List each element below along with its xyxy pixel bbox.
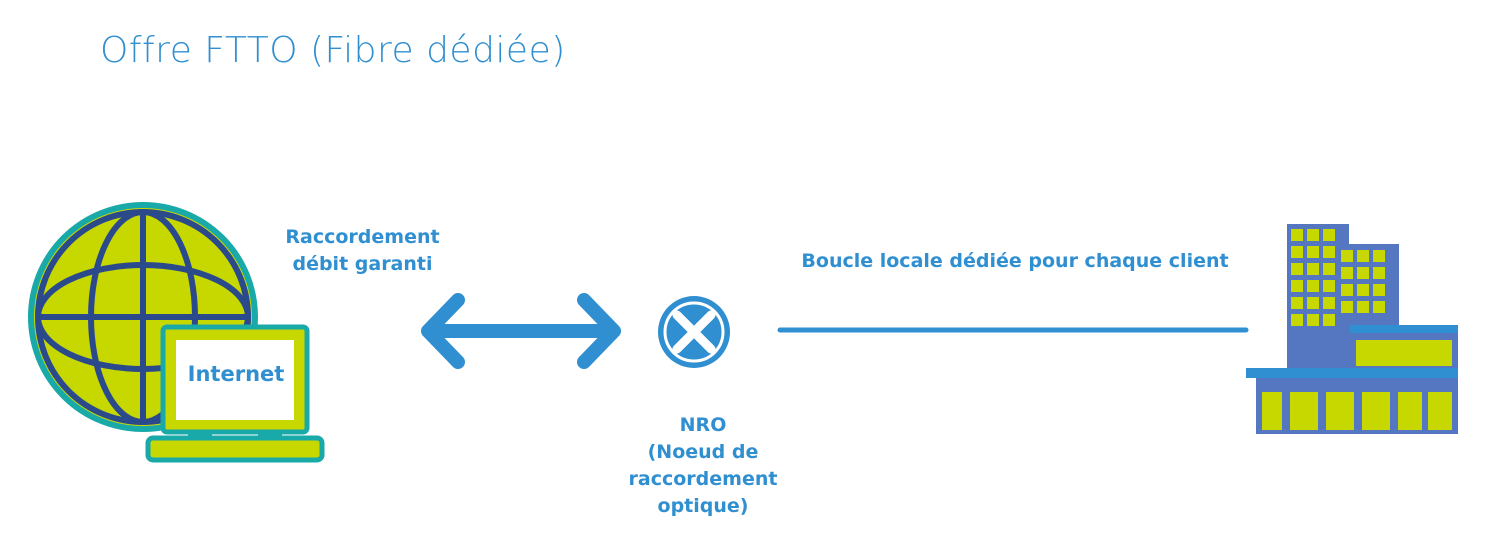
link-label-line-2: débit garanti (292, 253, 433, 275)
building-icon (1246, 224, 1458, 434)
link-label-line-1: Raccordement (285, 226, 440, 248)
link-label: Raccordement débit garanti (270, 224, 455, 278)
nro-node-icon (658, 296, 730, 368)
node-label-line-4: optique) (657, 495, 749, 517)
node-label-line-2: (Noeud de (647, 441, 759, 463)
loop-label: Boucle locale dédiée pour chaque client (801, 250, 1229, 272)
diagram-title: Offre FTTO (Fibre dédiée) (100, 30, 566, 71)
double-arrow-icon (421, 293, 621, 369)
node-label-line-3: raccordement (628, 468, 778, 490)
node-label: NRO (Noeud de raccordement optique) (610, 412, 796, 520)
internet-label: Internet (187, 362, 285, 386)
node-label-line-1: NRO (679, 414, 727, 436)
laptop-icon (145, 324, 325, 463)
